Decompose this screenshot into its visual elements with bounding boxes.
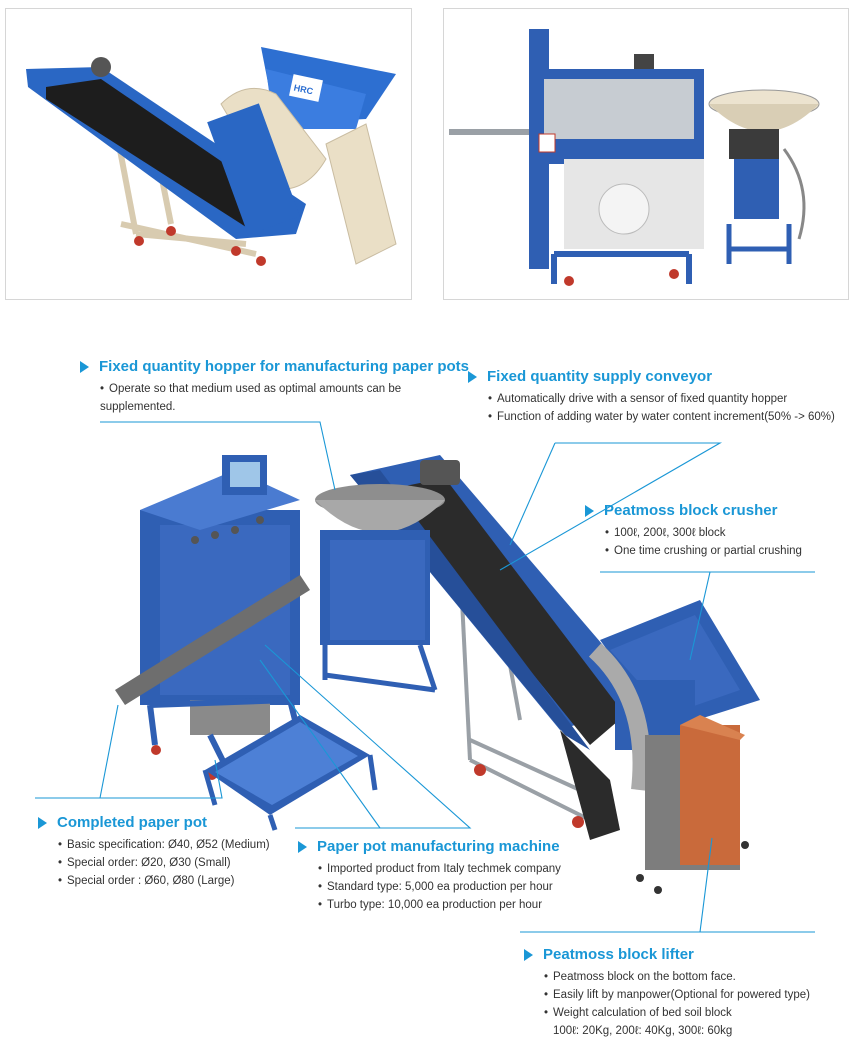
callout-conveyor-title: Fixed quantity supply conveyor: [487, 368, 713, 385]
callout-conveyor-item-1: Automatically drive with a sensor of fix…: [497, 393, 788, 405]
callout-lifter-item-3: Weight calculation of bed soil block: [553, 1007, 732, 1019]
callout-machine-item-2: Standard type: 5,000 ea production per h…: [327, 881, 553, 893]
callout-machine-title: Paper pot manufacturing machine: [317, 838, 560, 855]
callout-lifter-weights: 100ℓ: 20Kg, 200ℓ: 40Kg, 300ℓ: 60kg: [553, 1025, 733, 1037]
callout-lifter: Peatmoss block lifter •Peatmoss block on…: [524, 946, 810, 1040]
callout-crusher: Peatmoss block crusher •100ℓ, 200ℓ, 300ℓ…: [585, 502, 802, 560]
callout-crusher-item-1: 100ℓ, 200ℓ, 300ℓ block: [614, 527, 726, 539]
logo-text: HRC: [293, 83, 315, 97]
callout-crusher-title: Peatmoss block crusher: [604, 502, 778, 519]
callout-hopper-title: Fixed quantity hopper for manufacturing …: [99, 358, 470, 375]
callout-machine: Paper pot manufacturing machine •Importe…: [298, 838, 561, 914]
triangle-bullet-icon: [468, 371, 477, 383]
callout-lifter-title: Peatmoss block lifter: [543, 946, 694, 963]
hopper-conveyor-illustration: HRC: [26, 47, 397, 266]
callout-completed-item-1: Basic specification: Ø40, Ø52 (Medium): [67, 839, 270, 851]
callout-lifter-item-1: Peatmoss block on the bottom face.: [553, 971, 736, 983]
callout-crusher-item-2: One time crushing or partial crushing: [614, 545, 802, 557]
triangle-bullet-icon: [585, 505, 594, 517]
callout-machine-item-1: Imported product from Italy techmek comp…: [327, 863, 561, 875]
callout-machine-item-3: Turbo type: 10,000 ea production per hou…: [327, 899, 543, 911]
callout-conveyor: Fixed quantity supply conveyor •Automati…: [468, 368, 835, 426]
triangle-bullet-icon: [38, 817, 47, 829]
callout-hopper-item-1: Operate so that medium used as optimal a…: [100, 383, 402, 413]
triangle-bullet-icon: [80, 361, 89, 373]
paper-pot-machine-photo: [443, 8, 849, 300]
triangle-bullet-icon: [298, 841, 307, 853]
callout-completed-item-3: Special order : Ø60, Ø80 (Large): [67, 875, 235, 887]
callout-lifter-item-2: Easily lift by manpower(Optional for pow…: [553, 989, 810, 1001]
callout-completed-title: Completed paper pot: [57, 814, 208, 831]
callout-completed-pot: Completed paper pot •Basic specification…: [38, 814, 270, 890]
triangle-bullet-icon: [524, 949, 533, 961]
callout-conveyor-item-2: Function of adding water by water conten…: [497, 411, 835, 423]
callout-completed-item-2: Special order: Ø20, Ø30 (Small): [67, 857, 231, 869]
callout-hopper: Fixed quantity hopper for manufacturing …: [80, 358, 469, 416]
hopper-conveyor-photo: HRC: [5, 8, 412, 300]
paper-pot-machine-illustration: [449, 29, 820, 286]
